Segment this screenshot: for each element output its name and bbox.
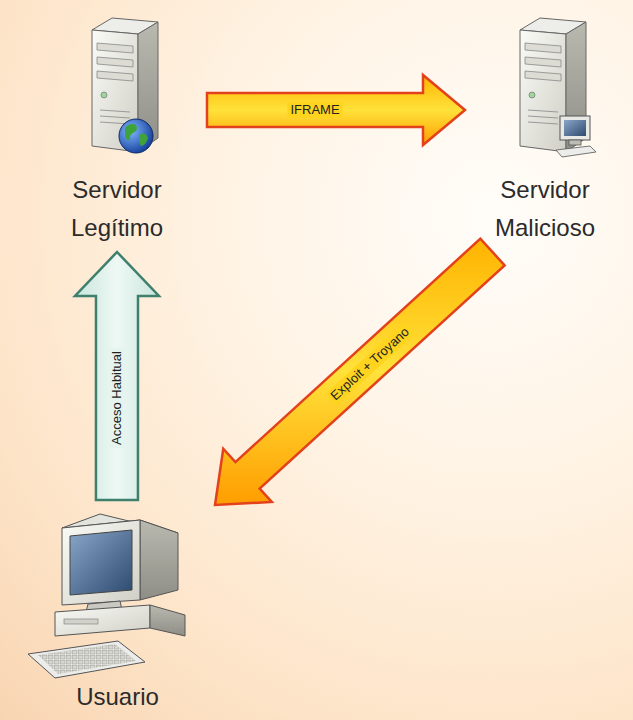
globe-land <box>125 124 148 146</box>
arrow-label: Exploit + Troyano <box>325 322 415 406</box>
block-arrow <box>215 239 505 505</box>
node-label: Servidor Legítimo <box>32 171 202 247</box>
monitor <box>560 116 590 140</box>
monitor-side <box>140 520 178 600</box>
block-arrow <box>75 252 159 500</box>
monitor-screen <box>70 530 132 595</box>
screen <box>564 120 586 136</box>
keyboard-keys <box>38 644 136 674</box>
server-node: Servidor Malicioso <box>470 12 620 247</box>
user-computer-icon <box>28 514 185 678</box>
monitor-front <box>62 520 140 605</box>
node-label: Servidor Malicioso <box>470 171 620 247</box>
small-computer-icon <box>556 116 596 157</box>
keyboard <box>556 146 596 157</box>
server-icon <box>520 18 586 152</box>
globe-icon <box>119 119 153 153</box>
desktop-case <box>55 605 150 636</box>
block-arrow <box>207 75 465 145</box>
globe <box>119 119 153 153</box>
desktop-case-side <box>150 605 185 636</box>
drive-slot <box>64 619 98 624</box>
arrow-label: IFRAME <box>287 102 342 118</box>
arrow-label: Acceso Habitual <box>109 348 125 448</box>
server-icon <box>92 18 158 152</box>
node-label: Usuario <box>25 682 210 712</box>
keyboard <box>28 641 145 678</box>
stand <box>569 140 581 145</box>
computer-node: Usuario <box>25 505 210 712</box>
server-node: Servidor Legítimo <box>32 12 202 247</box>
